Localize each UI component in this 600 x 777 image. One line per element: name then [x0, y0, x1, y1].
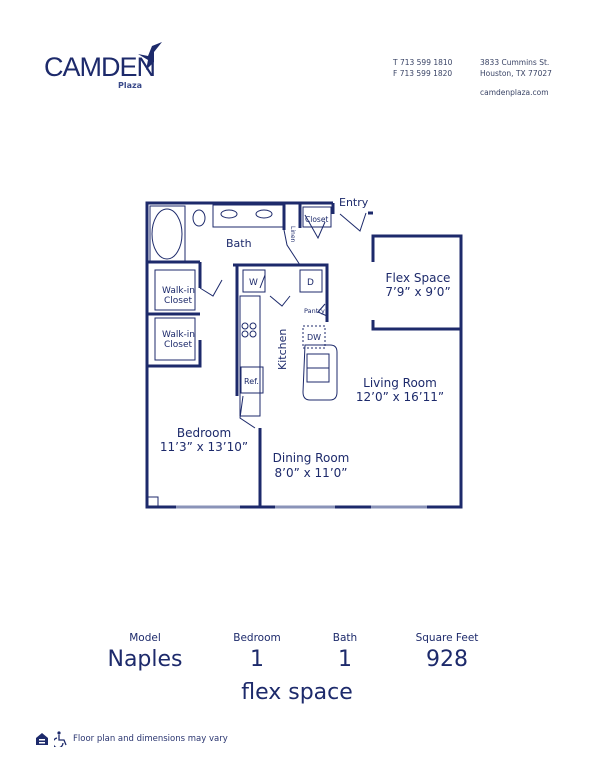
model-value: Naples: [107, 647, 183, 672]
address-block: 3833 Cummins St. Houston, TX 77027 camde…: [480, 57, 552, 98]
label-walkin1-line1: Walk-in: [162, 286, 195, 296]
equal-housing-icon: [36, 733, 48, 745]
label-walkin1-line2: Closet: [164, 296, 193, 306]
address-line1: 3833 Cummins St.: [480, 58, 550, 67]
fax-number: F 713 599 1820: [393, 69, 453, 78]
logo-wordmark: CAMDEN: [44, 52, 156, 82]
sqft-value: 928: [426, 647, 468, 672]
label-fridge: Ref.: [244, 377, 259, 386]
label-bedroom: Bedroom: [177, 426, 231, 440]
label-linen: Linen: [289, 226, 296, 243]
model-label: Model: [129, 632, 161, 644]
label-entry: Entry: [339, 196, 369, 209]
bedroom-value: 1: [250, 647, 264, 672]
dims-living: 12’0” x 16’11”: [356, 390, 444, 404]
bath-label: Bath: [332, 632, 358, 644]
label-washer: W: [249, 278, 258, 288]
label-walkin2-line2: Closet: [164, 340, 193, 350]
dims-bedroom: 11’3” x 13’10”: [160, 440, 248, 454]
dims-dining: 8’0” x 11’0”: [275, 466, 348, 480]
toilet: [192, 209, 206, 227]
feature-value: flex space: [241, 680, 353, 705]
fixtures: [146, 204, 367, 508]
label-kitchen: Kitchen: [276, 329, 289, 370]
hummingbird-icon: [138, 42, 162, 70]
walls: [145, 201, 463, 509]
label-dining: Dining Room: [273, 451, 350, 465]
label-flex: Flex Space: [386, 271, 451, 285]
label-walkin2-line1: Walk-in: [162, 330, 195, 340]
disclaimer: Floor plan and dimensions may vary: [73, 734, 228, 744]
label-bath: Bath: [226, 237, 252, 250]
label-closet: Closet: [305, 215, 328, 224]
label-dryer: D: [307, 278, 314, 288]
phone-block: T 713 599 1810 F 713 599 1820: [393, 57, 452, 79]
label-pantry: Pantry: [304, 307, 325, 315]
website-link[interactable]: camdenplaza.com: [480, 88, 549, 97]
wheelchair-icon: [54, 731, 67, 747]
dims-flex: 7’9” x 9’0”: [385, 285, 450, 299]
phone-number: T 713 599 1810: [393, 58, 453, 67]
label-living: Living Room: [363, 376, 437, 390]
logo-community: Plaza: [118, 81, 143, 90]
bedroom-label: Bedroom: [233, 632, 281, 644]
address-line2: Houston, TX 77027: [480, 69, 552, 78]
bathtub: [151, 208, 183, 260]
footer: Floor plan and dimensions may vary: [35, 731, 228, 747]
vanity: [212, 204, 284, 228]
sqft-label: Square Feet: [415, 632, 479, 644]
label-dishwasher: DW: [307, 333, 321, 342]
bath-value: 1: [338, 647, 352, 672]
